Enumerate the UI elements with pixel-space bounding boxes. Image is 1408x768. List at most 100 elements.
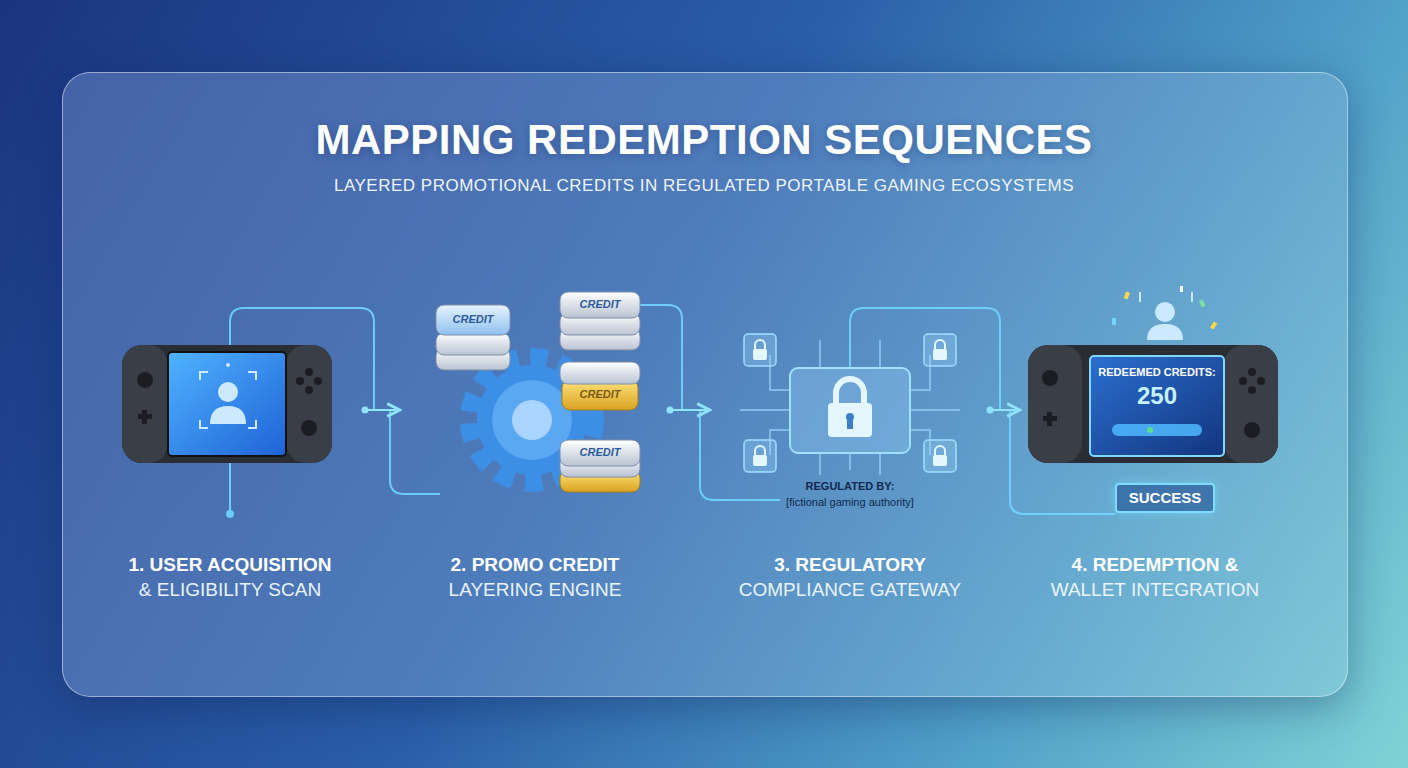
handheld-console-left-part [314,377,322,385]
handheld-console-right-part [1028,345,1278,463]
handheld-console-left-part [218,382,238,402]
node-heading: 1. USER ACQUISITION [95,552,365,577]
node-heading: 2. PROMO CREDIT [400,552,670,577]
compliance-lock-panel-part [753,340,947,466]
flow-loop-lines-part [227,511,233,517]
handheld-console-right-part [1248,368,1256,376]
compliance-lock-panel-part-part [770,355,930,455]
compliance-lock-panel-part-part [820,340,880,475]
handheld-console-right-part [1239,377,1247,385]
node-text-stack: 4. REDEMPTION &WALLET INTEGRATION [1020,552,1290,602]
handheld-console-left-part [122,345,332,463]
credit-chip-stacks-part [436,333,510,355]
node-heading: SUCCESS [1129,489,1202,507]
handheld-console-right-part [1090,356,1224,456]
handheld-console-right-part [1248,386,1256,394]
handheld-console-left-part [142,410,147,424]
node-text-stack: SUCCESS [1129,489,1202,507]
node-subheading: WALLET INTEGRATION [1020,577,1290,602]
node-text-group: 4. REDEMPTION &WALLET INTEGRATION [1020,552,1290,602]
compliance-lock-panel-part [744,334,956,472]
compliance-lock-panel-part-part [755,446,765,455]
handheld-console-right-part [1257,377,1265,385]
credit-engine-gear-part [512,400,552,440]
compliance-lock-panel [740,334,960,475]
chip-label: CREDIT [580,388,621,400]
node-subheading: & ELIGIBILITY SCAN [95,577,365,602]
compliance-lock-panel-part [790,368,910,453]
handheld-console-right-part [1124,291,1130,299]
flow-arrow [362,407,401,414]
flow-loop-lines-part [560,305,682,410]
regulator-name: [fictional gaming authority] [786,496,914,508]
handheld-console-right-part [1147,324,1183,340]
arrow-start-dot [987,407,994,414]
handheld-console-right-part [1180,286,1183,292]
handheld-console-right-part [1140,292,1192,302]
node-heading: 4. REDEMPTION & [1020,552,1290,577]
credit-chip-stacks-part [560,440,640,466]
handheld-console-right-part [1047,412,1052,426]
chip-label: CREDIT [580,298,621,310]
handheld-console-left-part [305,386,313,394]
arrow-start-dot [362,407,369,414]
handheld-console-left-part [200,372,256,428]
handheld-console-right-part [1112,424,1202,436]
diagram-title: MAPPING REDEMPTION SEQUENCES [0,116,1408,164]
handheld-console-left-part [286,345,332,463]
node-subheading: LAYERING ENGINE [400,577,670,602]
node-heading: 3. REGULATORY [710,552,990,577]
screen-label: REDEEMED CREDITS: [1098,366,1215,378]
flow-loop-lines-part [390,410,440,494]
node-text-group: SUCCESS [1117,485,1213,511]
flow-loop-lines-part [700,410,780,500]
handheld-console-right-part [1199,299,1206,307]
compliance-lock-panel-part-part [753,455,767,466]
flow-loop-lines [227,305,1115,517]
credit-chip-stacks-part [560,362,640,384]
handheld-console-left-part [296,377,304,385]
compliance-lock-panel-part [828,403,872,437]
arrow-start-dot [667,407,674,414]
node-text-group: 1. USER ACQUISITION& ELIGIBILITY SCAN [95,552,365,602]
compliance-lock-panel-part-part [933,349,947,360]
node-text-group: 2. PROMO CREDITLAYERING ENGINE [400,552,670,602]
arrow-line [990,409,1020,411]
handheld-console-left-part [301,420,317,436]
node-text-stack: 3. REGULATORYCOMPLIANCE GATEWAY [710,552,990,602]
stage-node: 3. REGULATORYCOMPLIANCE GATEWAY [710,290,990,620]
stage-node: 4. REDEMPTION &WALLET INTEGRATION SUCCESS [1020,290,1290,620]
handheld-console-left-part [168,352,286,456]
credit-chip-stacks-part [560,292,640,318]
compliance-lock-panel-part-part [933,455,947,466]
arrow-line [670,409,710,411]
compliance-lock-panel-part-part [744,334,776,366]
credit-chip-stacks-part [436,305,510,335]
credit-amount: 250 [1137,382,1177,410]
compliance-lock-panel-part-part [935,340,945,349]
subtitle: LAYERED PROMOTIONAL CREDITS IN REGULATED… [334,176,1074,196]
flow-arrow [667,407,711,414]
stage-node: 2. PROMO CREDITLAYERING ENGINE [400,290,670,620]
handheld-console-right-part [1155,302,1175,322]
handheld-console-left-part [305,368,313,376]
node-text-stack: 2. PROMO CREDITLAYERING ENGINE [400,552,670,602]
handheld-console-right-part [1224,345,1278,463]
node-subheading: COMPLIANCE GATEWAY [710,577,990,602]
handheld-console-left-part [137,372,153,388]
stage-node: 1. USER ACQUISITION& ELIGIBILITY SCAN [95,290,365,620]
flow-arrow [987,407,1021,414]
compliance-lock-panel-part [847,419,853,429]
compliance-lock-panel-part [836,379,864,405]
handheld-console-left [122,345,332,463]
node-text-group: 3. REGULATORYCOMPLIANCE GATEWAY [710,552,990,602]
handheld-console-right-part [1112,318,1116,325]
handheld-console-left-part [210,406,246,424]
node-text-stack: 1. USER ACQUISITION& ELIGIBILITY SCAN [95,552,365,602]
compliance-lock-panel-part-part [755,340,765,349]
compliance-lock-panel-part-part [935,446,945,455]
handheld-console-right [1028,286,1278,463]
